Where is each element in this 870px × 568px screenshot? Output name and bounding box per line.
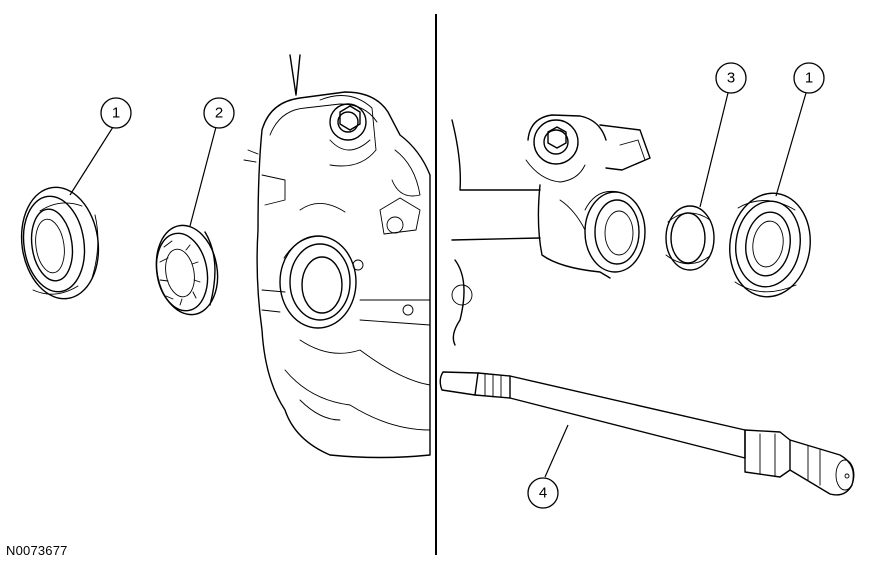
callout-label: 1	[805, 70, 813, 87]
callout-left-seal: 1	[100, 97, 132, 129]
seal-right	[729, 192, 811, 298]
leader-halfshaft	[544, 424, 569, 478]
callout-label: 2	[215, 105, 223, 122]
callout-label: 1	[112, 105, 120, 122]
callout-right-seal: 1	[793, 62, 825, 94]
figure-id: N0073677	[6, 543, 68, 558]
callout-halfshaft: 4	[527, 477, 559, 509]
leader-right-seal	[775, 92, 807, 197]
transmission-case-right	[451, 114, 651, 346]
callout-bushing: 3	[715, 62, 747, 94]
leader-retainer	[189, 126, 217, 227]
halfshaft	[439, 371, 855, 496]
seal-left	[20, 186, 100, 300]
callout-retainer: 2	[203, 97, 235, 129]
retainer-ring	[155, 224, 219, 316]
callout-label: 3	[727, 70, 735, 87]
transmission-case-left	[243, 54, 431, 459]
bushing	[665, 205, 715, 271]
leader-bushing	[699, 92, 729, 208]
callout-label: 4	[539, 485, 547, 502]
leader-left-seal	[69, 126, 114, 196]
